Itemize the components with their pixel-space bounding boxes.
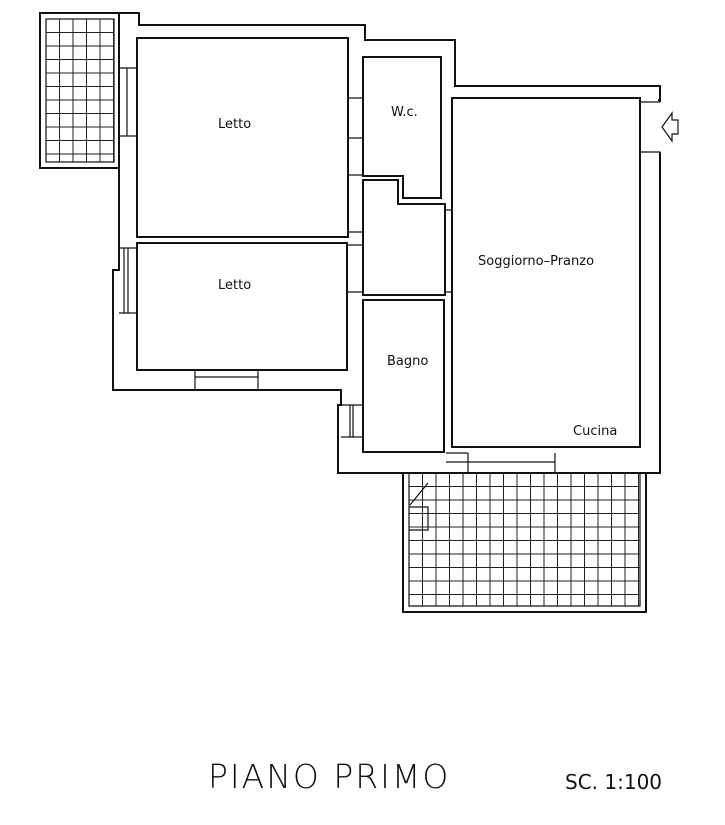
entrance-arrow-icon bbox=[661, 111, 679, 143]
entrance-door[interactable] bbox=[640, 101, 661, 160]
label-living: Soggiorno–Pranzo bbox=[478, 254, 594, 269]
label-kitchen: Cucina bbox=[573, 424, 617, 439]
room-corridor bbox=[362, 179, 446, 296]
label-bedroom-2: Letto bbox=[218, 278, 251, 293]
room-living bbox=[451, 97, 641, 448]
room-bathroom bbox=[362, 299, 445, 453]
label-bedroom-1: Letto bbox=[218, 117, 251, 132]
label-bathroom: Bagno bbox=[387, 354, 428, 369]
tile-grid bbox=[409, 473, 640, 606]
left-balcony bbox=[39, 12, 120, 169]
plan-scale: SC. 1:100 bbox=[565, 770, 663, 794]
room-bedroom-1 bbox=[136, 37, 349, 238]
room-wc bbox=[362, 56, 442, 199]
plan-title: PIANO PRIMO bbox=[208, 757, 451, 796]
label-wc: W.c. bbox=[391, 105, 418, 120]
tile-grid bbox=[46, 19, 114, 162]
room-bedroom-2 bbox=[136, 242, 348, 371]
terrace bbox=[402, 472, 647, 613]
windows bbox=[119, 67, 556, 473]
